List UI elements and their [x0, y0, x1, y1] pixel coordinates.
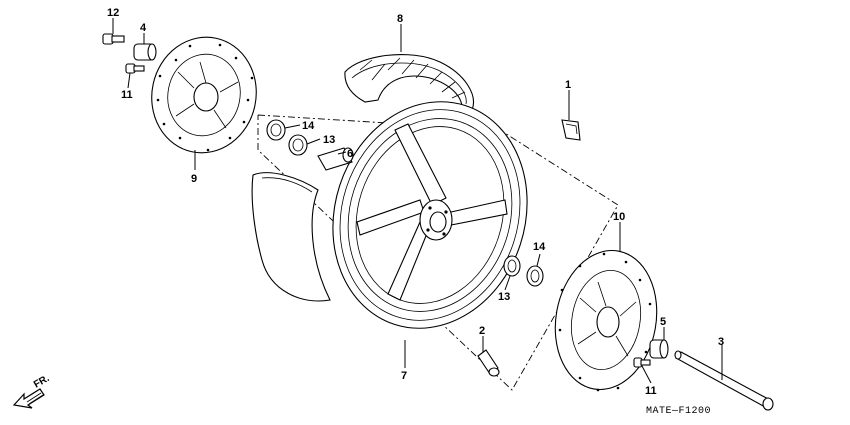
callout-4: 4 [140, 22, 147, 34]
brake-disc-right [554, 249, 658, 392]
assembly-boundary [257, 114, 619, 391]
callout-13-right: 13 [498, 291, 510, 303]
callout-14-left: 14 [302, 120, 315, 132]
callout-13-left: 13 [323, 134, 335, 146]
collar-part-5 [649, 339, 669, 359]
bolt-part-12 [102, 33, 125, 45]
callout-6: 6 [347, 148, 353, 160]
tire-section [251, 172, 331, 302]
dust-seal-part-14-right [526, 265, 544, 287]
callout-1: 1 [565, 79, 571, 91]
bearing-part-13-right [503, 255, 521, 277]
axle-part-3 [674, 350, 774, 411]
collar-part-4 [133, 43, 157, 61]
direction-label: FR. [32, 373, 52, 391]
bolt-part-11-right [633, 357, 651, 368]
callout-11-right: 11 [645, 385, 657, 397]
bolt-part-11-left [125, 63, 145, 74]
callout-2: 2 [479, 325, 485, 337]
clip-part-1 [561, 119, 581, 141]
diagram-code: MATE—F1200 [646, 406, 711, 417]
callout-9: 9 [191, 173, 197, 185]
callout-14-right: 14 [533, 241, 546, 253]
callout-5: 5 [660, 316, 666, 328]
tire [344, 53, 474, 111]
callout-12: 12 [107, 7, 119, 19]
leader-lines [112, 18, 723, 384]
callout-7: 7 [401, 370, 407, 382]
callout-3: 3 [718, 336, 724, 348]
callout-10: 10 [613, 211, 625, 223]
callout-8: 8 [397, 13, 403, 25]
callout-11-left: 11 [121, 89, 133, 101]
bearing-part-13-left [288, 134, 308, 156]
valve-part-2 [477, 349, 500, 377]
dust-seal-part-14-left [266, 119, 286, 141]
spacer-part-6 [317, 147, 354, 171]
front-direction-arrow: FR. [12, 373, 52, 409]
brake-disc-left [151, 36, 257, 154]
wheel-rim [332, 101, 528, 329]
